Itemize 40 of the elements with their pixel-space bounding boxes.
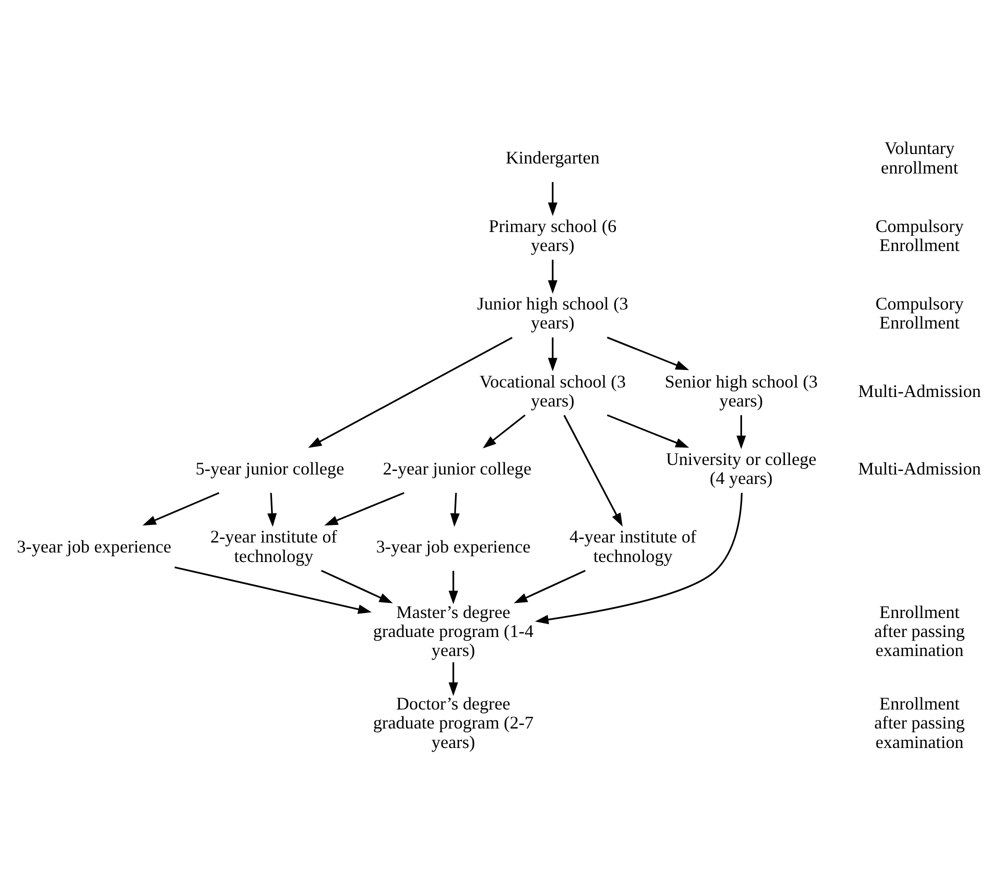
arrow (548, 260, 558, 294)
label: Enrollment after passing examination (874, 694, 965, 752)
node-text: Kindergarten (506, 148, 600, 168)
label: Multi-Admission (858, 380, 981, 401)
arrow (308, 336, 513, 448)
node-text: University or college (4 years) (666, 449, 816, 488)
node-text: Vocational school (3 years) (480, 371, 626, 410)
arrow (548, 337, 558, 372)
arrow (321, 570, 393, 604)
node-text: 5-year junior college (196, 458, 344, 479)
label: Voluntary enrollment (880, 138, 958, 178)
arrow (736, 415, 746, 450)
node-text: Doctor’s degree graduate program (2-7 years) (373, 694, 534, 752)
arrow (534, 492, 743, 624)
node-text: 2-year junior college (382, 458, 532, 479)
arrow (142, 492, 220, 526)
arrow (267, 492, 277, 527)
node-text: 3-year job experience (16, 536, 172, 556)
arrow (482, 414, 526, 448)
arrow (450, 492, 460, 527)
node-text: Master’s degree graduate program (1-4 years) (373, 602, 534, 660)
node-text: 2-year institute of technology (210, 526, 338, 566)
node-text: Senior high school (3 years) (664, 371, 818, 410)
label: Enrollment after passing examination (874, 602, 965, 660)
label: Multi-Admission (858, 458, 981, 479)
arrow (514, 570, 586, 604)
node-text: 3-year job experience (376, 536, 531, 556)
label: Compulsory Enrollment (875, 216, 964, 255)
node-text: Primary school (6 years) (488, 216, 617, 255)
arrow (448, 570, 458, 604)
arrow (174, 566, 372, 614)
arrow (606, 414, 690, 448)
arrow (324, 492, 404, 526)
arrow (548, 182, 558, 216)
arrow (563, 414, 623, 527)
label: Compulsory Enrollment (875, 294, 964, 333)
node-text: 4-year institute of technology (570, 526, 696, 566)
arrow (448, 662, 458, 696)
arrow (606, 336, 690, 370)
node-text: Junior high school (3 years) (477, 294, 628, 333)
